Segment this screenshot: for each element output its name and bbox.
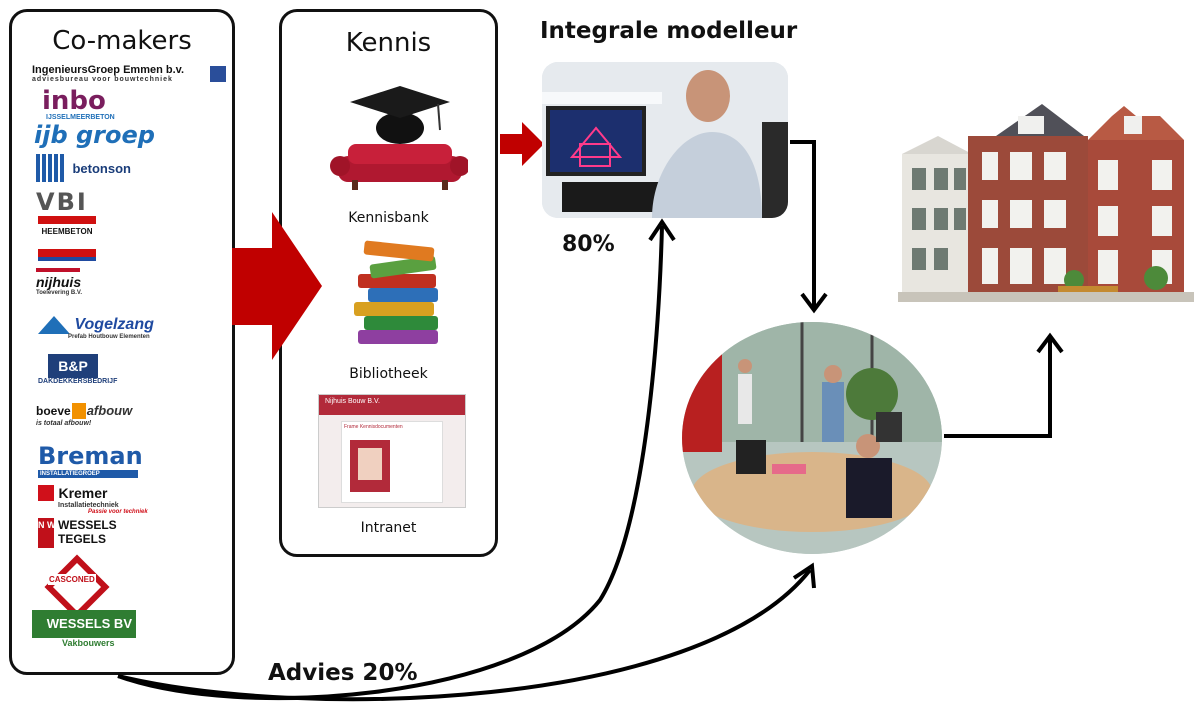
modelleur-to-meeting-arrow [790,140,816,308]
meeting-photo [682,322,942,554]
logo-ingenieursgroep: IngenieursGroep Emmen b.v. adviesbureau … [32,64,226,83]
logo-vbi: VBI [36,188,88,216]
logo-heembeton: HEEMBETON [38,216,96,261]
small-red-arrow [500,122,544,166]
logo-casconed: CASCONED [44,554,110,620]
vogelzang-roof-icon [38,316,70,334]
advies-label: Advies 20% [268,660,418,686]
big-red-arrow [232,212,322,360]
kennisbank-label: Kennisbank [348,210,429,226]
logo-inbo: inbo [42,86,106,116]
meeting-to-house-arrow [944,338,1052,438]
betonson-icon [36,154,64,182]
intranet-label: Intranet [360,520,417,536]
logo-ijb-groep: IJSSELMEERBETON ijb groep [34,114,155,149]
house-illustration [898,96,1194,318]
logo-nijhuis: nijhuis Toelevering B.V. [36,268,82,296]
bibliotheek-label: Bibliotheek [349,366,428,382]
kennisbank-illustration [328,80,470,196]
bibliotheek-illustration [344,234,454,352]
logo-vogelzang: Vogelzang Prefab Houtbouw Elementen [38,316,154,340]
intranet-screenshot: Nijhuis Bouw B.V. Frame Kennisdocumenten [318,394,466,508]
kennis-title: Kennis [345,28,432,58]
logo-betonson: betonson [36,154,131,182]
logo-breman: Breman INSTALLATIEGROEP [38,442,143,478]
modelleur-percent: 80% [562,232,615,257]
comakers-box: Co-makers IngenieursGroep Emmen b.v. adv… [9,9,235,675]
modelleur-title: Integrale modelleur [540,18,798,44]
logo-wessels-tegels: N W WESSELS TEGELS [38,518,117,548]
advies-to-meeting-curve [117,568,812,702]
advies-to-modelleur-curve [117,225,664,701]
logo-bp: B&P DAKDEKKERSBEDRIJF [38,354,117,385]
logo-wessels-bv: WESSELS BV Vakbouwers [32,610,136,648]
comakers-title: Co-makers [52,26,192,56]
modelleur-photo [542,62,788,218]
kremer-bolt-icon [38,484,54,501]
logo-kremer: Kremer Installatietechniek Passie voor t… [38,484,148,515]
